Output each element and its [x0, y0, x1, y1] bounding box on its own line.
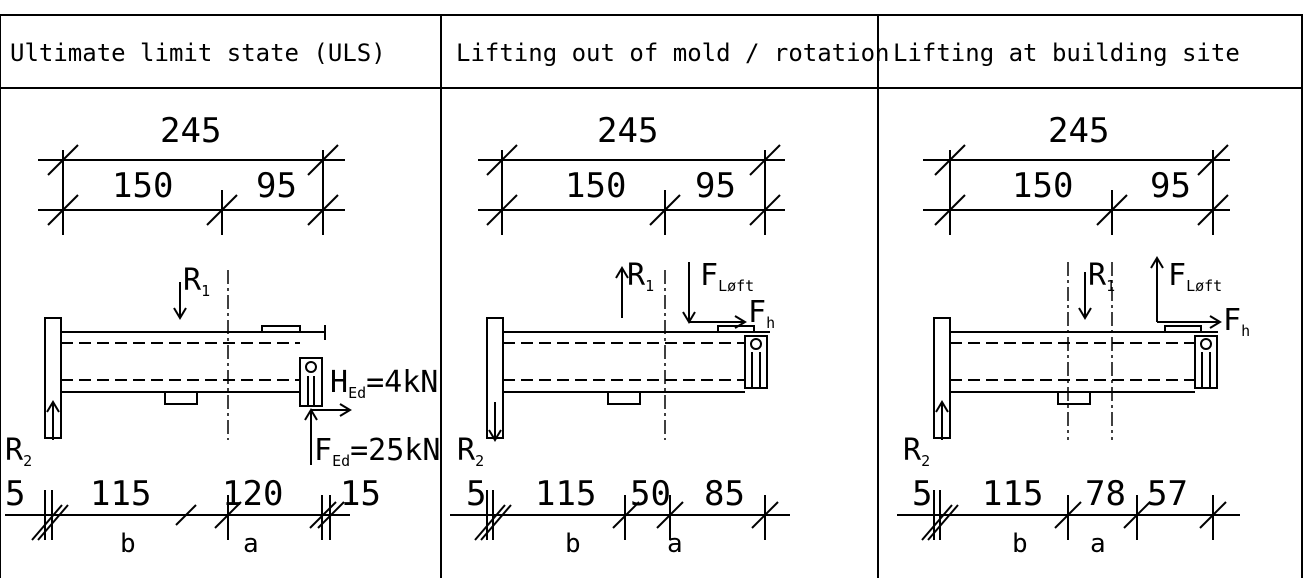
- label-b: b: [1012, 529, 1028, 559]
- panel-title-lifting-mold: Lifting out of mold / rotation: [456, 39, 889, 67]
- bottom-dim-57: 57: [1147, 474, 1188, 514]
- label-a: a: [243, 529, 259, 559]
- bottom-dimension-lines: [450, 490, 790, 541]
- bottom-dimension-lines: [897, 490, 1240, 541]
- f-ed-label: FEd=25kN: [314, 433, 440, 470]
- panel-title-uls: Ultimate limit state (ULS): [10, 39, 386, 67]
- element-body: [486, 317, 770, 439]
- r2-label: R2: [457, 433, 484, 470]
- bottom-dim-78: 78: [1085, 474, 1126, 514]
- bottom-dim-5: 5: [5, 474, 25, 514]
- r1-arrow: [173, 282, 187, 320]
- bottom-dim-15: 15: [340, 474, 381, 514]
- element-body: [933, 317, 1218, 439]
- f-loft-label: FLøft: [700, 258, 754, 295]
- r1-label: R1: [627, 258, 654, 295]
- f-loft-label: FLøft: [1168, 258, 1222, 295]
- bottom-dim-5: 5: [466, 474, 486, 514]
- bottom-dim-5: 5: [912, 474, 932, 514]
- top-dimension-lines: [923, 144, 1230, 235]
- dim-total-245: 245: [1048, 111, 1109, 151]
- f-h-label: Fh: [748, 295, 775, 332]
- f-ed-arrows: [304, 403, 352, 465]
- top-dimension-lines: [38, 144, 345, 235]
- label-a: a: [1090, 529, 1106, 559]
- f-loft-arrows: [682, 262, 747, 329]
- bottom-dim-115: 115: [90, 474, 151, 514]
- bottom-dim-115: 115: [982, 474, 1043, 514]
- label-a: a: [667, 529, 683, 559]
- panel-lifting-mold: 245 150 95 R1 FLøft Fh: [450, 111, 790, 559]
- label-b: b: [565, 529, 581, 559]
- label-b: b: [120, 529, 136, 559]
- f-h-label: Fh: [1223, 303, 1250, 340]
- h-ed-label: HEd=4kN: [330, 365, 438, 402]
- r1-label: R1: [183, 263, 210, 300]
- dim-95: 95: [695, 166, 736, 206]
- r2-arrow: [46, 400, 60, 440]
- r2-label: R2: [903, 433, 930, 470]
- bottom-dimension-lines: [5, 490, 350, 541]
- r2-arrow: [935, 400, 949, 440]
- r1-label: R1: [1088, 258, 1115, 295]
- bottom-dim-115: 115: [535, 474, 596, 514]
- element-body: [44, 317, 326, 439]
- top-dimension-lines: [478, 144, 785, 235]
- bottom-dim-120: 120: [222, 474, 283, 514]
- dim-total-245: 245: [160, 111, 221, 151]
- dim-150: 150: [565, 166, 626, 206]
- dim-150: 150: [1012, 166, 1073, 206]
- dim-150: 150: [112, 166, 173, 206]
- panel-title-lifting-site: Lifting at building site: [893, 39, 1240, 67]
- bottom-dim-50: 50: [630, 474, 671, 514]
- dim-95: 95: [256, 166, 297, 206]
- f-loft-arrows: [1150, 256, 1222, 329]
- bottom-dim-85: 85: [704, 474, 745, 514]
- dim-total-245: 245: [597, 111, 658, 151]
- r1-arrow: [1078, 272, 1092, 320]
- table-frame: [0, 14, 1303, 578]
- r2-arrow: [488, 402, 502, 442]
- panel-lifting-site: 245 150 95 R1 FLøft: [897, 111, 1250, 559]
- panel-uls: 245 150 95 R1 R2: [5, 111, 440, 559]
- dim-95: 95: [1150, 166, 1191, 206]
- r2-label: R2: [5, 433, 32, 470]
- r1-arrow: [615, 266, 629, 318]
